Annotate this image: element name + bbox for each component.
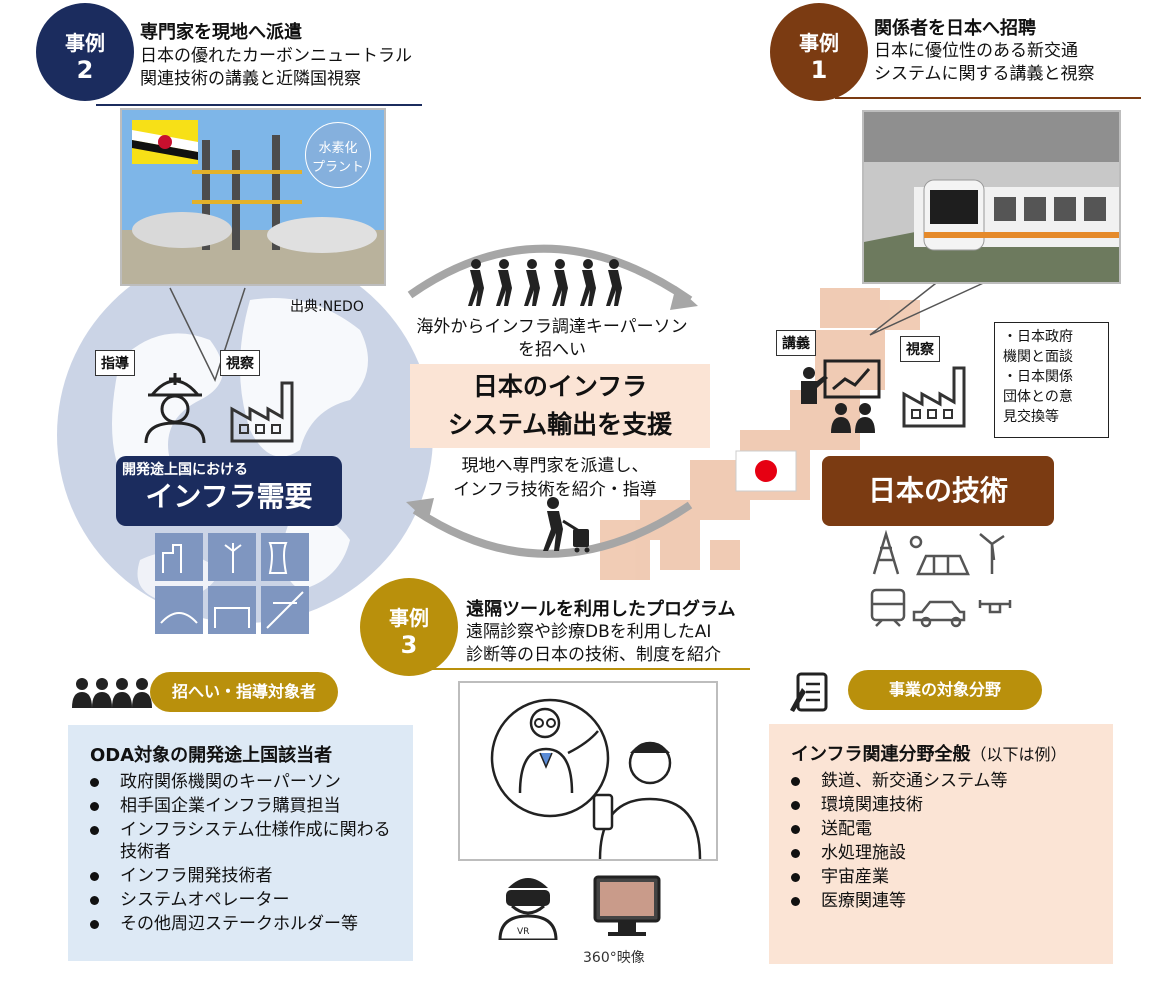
case1-label: 事例 — [799, 31, 839, 55]
case2-label: 事例 — [65, 31, 105, 55]
targets-heading: ODA対象の開発途上国該当者 — [90, 745, 333, 766]
infrastructure-icons-grid — [155, 533, 309, 634]
case3-desc-line1: 遠隔診察や診療DBを利用したAI — [466, 622, 712, 642]
field-item: 環境関連技術 — [769, 794, 1113, 816]
engineer-helmet-icon — [144, 373, 206, 444]
fields-heading: インフラ関連分野全般 — [791, 744, 971, 765]
field-item: 水処理施設 — [769, 842, 1113, 864]
case2-badge: 事例 2 — [36, 3, 134, 101]
target-item: その他周辺ステークホルダー等 — [68, 913, 413, 935]
target-item: インフラシステム仕様作成に関わる — [68, 819, 413, 841]
fields-pill: 事業の対象分野 — [848, 670, 1042, 710]
target-item: 政府関係機関のキーパーソン — [68, 771, 413, 793]
case3-underline — [430, 668, 750, 670]
case3-desc-line2: 診断等の日本の技術、制度を紹介 — [466, 645, 721, 665]
lecture-presenter-icon — [801, 359, 881, 433]
tag-visit-right: 視察 — [900, 336, 940, 362]
case3-badge: 事例 3 — [360, 578, 458, 676]
case1-desc-line2: システムに関する講義と視察 — [874, 64, 1095, 84]
field-item: 宇宙産業 — [769, 866, 1113, 888]
field-item: 鉄道、新交通システム等 — [769, 770, 1113, 792]
japan-visit-note: ・日本政府 機関と面談 ・日本関係 団体との意 見交換等 — [994, 322, 1109, 438]
field-item: 医療関連等 — [769, 890, 1113, 912]
people-group-icon — [72, 678, 152, 708]
note-line3: ・日本関係 — [1003, 369, 1073, 385]
center-top-line2: を招へい — [518, 340, 586, 360]
photo-source: 出典:NEDO — [290, 299, 364, 315]
vr-headset-user-icon: VR — [498, 878, 558, 940]
telemedicine-illustration — [458, 681, 718, 861]
arrow-to-japan — [407, 244, 693, 304]
fields-heading-row: インフラ関連分野全般（以下は例） — [791, 740, 1113, 766]
center-bottom-line1: 現地へ専門家を派遣し、 — [461, 456, 649, 476]
demand-line2: インフラ需要 — [145, 480, 313, 513]
case1-desc: 日本に優位性のある新交通 システムに関する講義と視察 — [874, 40, 1095, 86]
center-main-line1: 日本のインフラ — [472, 372, 648, 401]
target-item: 相手国企業インフラ購買担当 — [68, 795, 413, 817]
infra-demand-box: 開発途上国における インフラ需要 — [116, 456, 342, 526]
demand-line1: 開発途上国における — [122, 462, 248, 478]
center-top-line1: 海外からインフラ調達キーパーソン — [416, 317, 688, 337]
case2-number: 2 — [76, 56, 94, 84]
wind-turbine-icon — [979, 533, 1005, 574]
case1-number: 1 — [810, 56, 828, 84]
case2-title: 専門家を現地へ派遣 — [140, 22, 302, 43]
train-photo — [862, 110, 1121, 284]
globe-graphic — [57, 247, 433, 623]
360-video-monitor-icon — [593, 875, 661, 936]
target-item: システムオペレーター — [68, 889, 413, 911]
japan-flag-icon — [735, 450, 797, 492]
center-main-box: 日本のインフラ システム輸出を支援 — [410, 364, 710, 448]
case3-label: 事例 — [389, 606, 429, 630]
photo-label-hydrogen: 水素化 プラント — [305, 122, 371, 188]
video-label: 360°映像 — [583, 950, 645, 966]
arrow-to-overseas — [412, 501, 693, 558]
fields-heading-note: （以下は例） — [970, 745, 1067, 764]
tag-lecture: 講義 — [776, 330, 816, 356]
case3-number: 3 — [400, 631, 418, 659]
japan-tech-box: 日本の技術 — [822, 456, 1054, 526]
factory-icon-right — [902, 366, 966, 428]
solar-panel-icon — [916, 554, 970, 576]
note-line1: ・日本政府 — [1003, 329, 1073, 345]
case1-badge: 事例 1 — [770, 3, 868, 101]
document-pen-icon — [790, 672, 828, 712]
center-top-text: 海外からインフラ調達キーパーソン を招へい — [402, 316, 702, 362]
photo-label-line1: 水素化 — [318, 141, 358, 156]
case2-desc: 日本の優れたカーボンニュートラル 関連技術の講義と近隣国視察 — [140, 45, 412, 91]
photo-label-line2: プラント — [311, 160, 364, 175]
tag-visit-left: 視察 — [220, 350, 260, 376]
note-line2: 機関と面談 — [1003, 349, 1073, 365]
case2-desc-line1: 日本の優れたカーボンニュートラル — [140, 46, 412, 66]
center-bottom-line2: インフラ技術を紹介・指導 — [453, 480, 657, 500]
center-bottom-text: 現地へ専門家を派遣し、 インフラ技術を紹介・指導 — [400, 454, 710, 502]
traveler-with-suitcase-icon — [543, 497, 590, 553]
note-line4: 団体との意 — [1003, 389, 1073, 405]
target-item-continued: 技術者 — [120, 842, 171, 862]
center-main-line2: システム輸出を支援 — [447, 410, 673, 439]
business-people-walking-icon — [468, 259, 622, 306]
note-line5: 見交換等 — [1003, 409, 1059, 425]
japan-map-graphic — [600, 288, 920, 580]
drone-icon — [978, 600, 1012, 614]
case1-underline — [835, 97, 1141, 99]
factory-icon — [230, 381, 294, 443]
targets-panel: ODA対象の開発途上国該当者 政府関係機関のキーパーソン 相手国企業インフラ購買… — [68, 725, 413, 961]
tag-guide: 指導 — [95, 350, 135, 376]
case1-title: 関係者を日本へ招聘 — [874, 18, 1036, 39]
case3-title: 遠隔ツールを利用したプログラム — [466, 599, 736, 620]
power-tower-icon — [872, 530, 900, 575]
case2-underline — [96, 104, 422, 106]
targets-pill: 招へい・指導対象者 — [150, 672, 338, 712]
target-item: インフラ開発技術者 — [68, 865, 413, 887]
japan-tech-icons — [870, 530, 1012, 628]
fields-panel: インフラ関連分野全般（以下は例） 鉄道、新交通システム等 環境関連技術 送配電 … — [769, 724, 1113, 964]
case1-desc-line1: 日本に優位性のある新交通 — [874, 41, 1078, 61]
vr-label: VR — [517, 927, 529, 937]
case3-desc: 遠隔診察や診療DBを利用したAI 診断等の日本の技術、制度を紹介 — [466, 621, 721, 667]
field-item: 送配電 — [769, 818, 1113, 840]
case2-desc-line2: 関連技術の講義と近隣国視察 — [140, 69, 361, 89]
